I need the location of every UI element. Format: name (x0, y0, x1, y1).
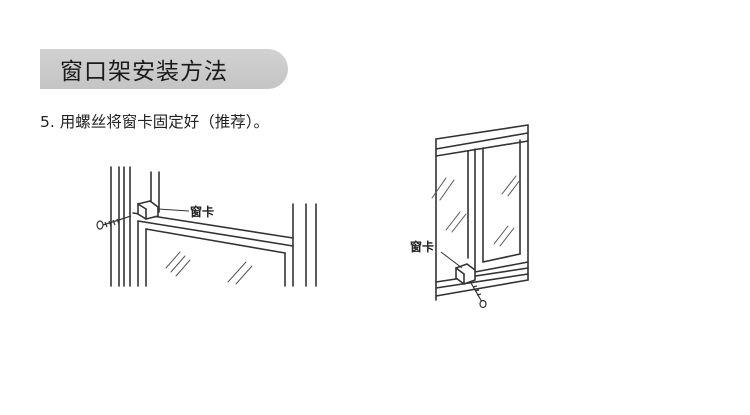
step-instruction: 5. 用螺丝将窗卡固定好（推荐）。 (40, 113, 269, 131)
section-title: 窗口架安装方法 (60, 59, 228, 85)
screw-icon (470, 282, 487, 309)
section-header: 窗口架安装方法 (40, 49, 288, 89)
clip-label-right: 窗卡 (410, 239, 434, 254)
screw-icon (96, 215, 132, 230)
clip-label-left: 窗卡 (190, 204, 214, 219)
